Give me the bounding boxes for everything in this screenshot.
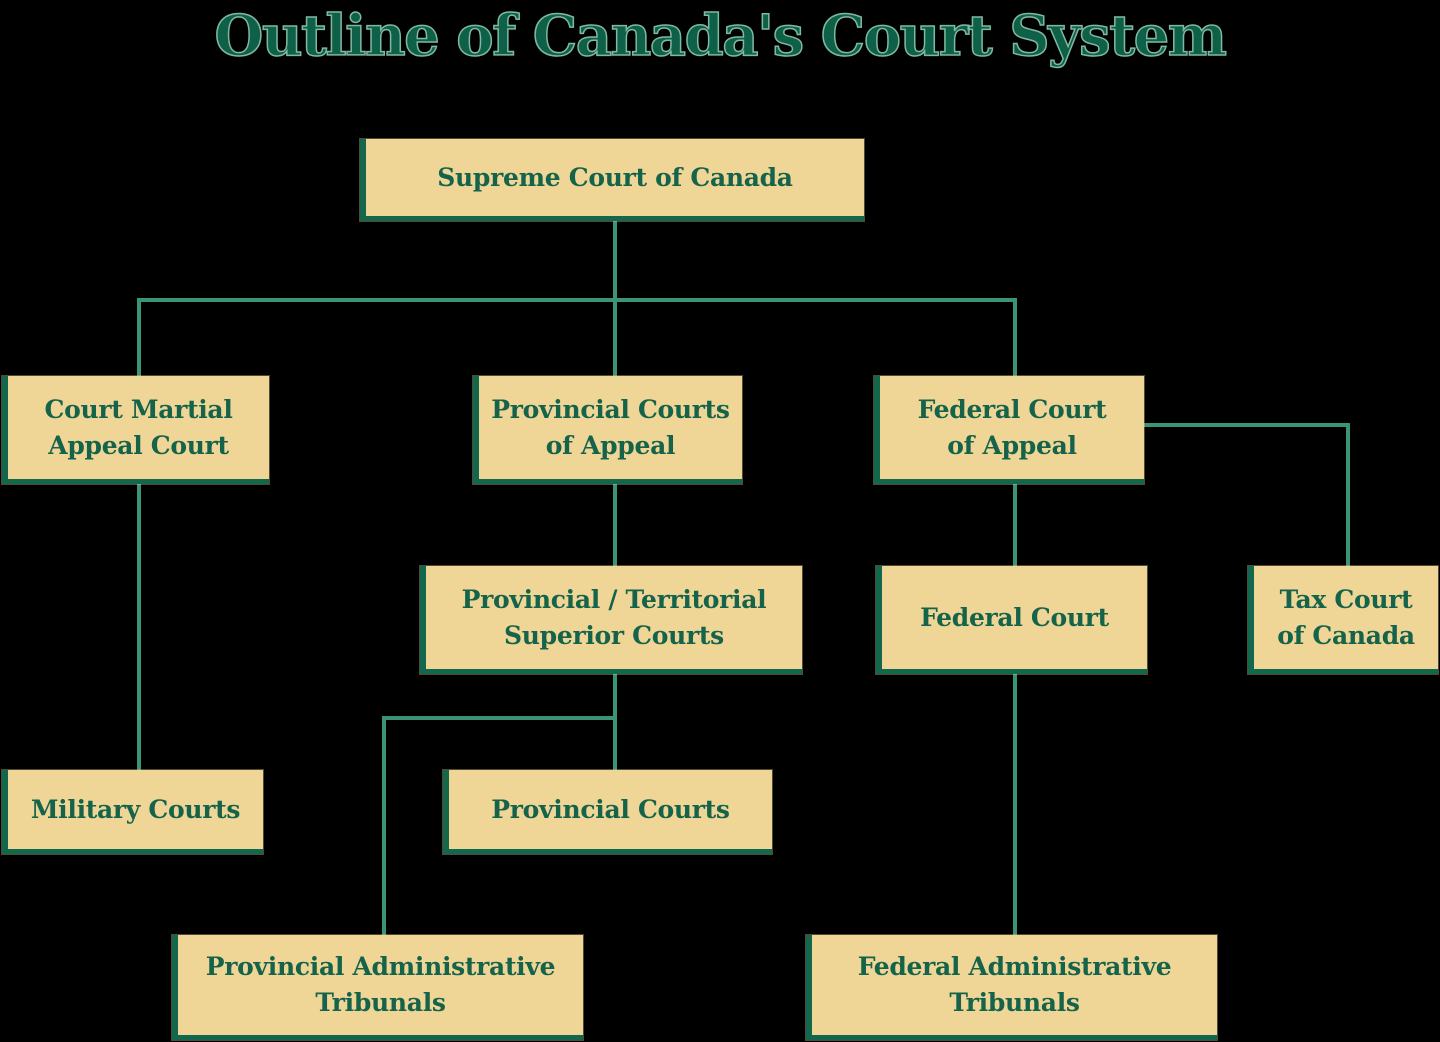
diagram-title: Outline of Canada's Court System bbox=[214, 2, 1228, 70]
node-label: Military Courts bbox=[30, 794, 241, 824]
node-label: Tax Court of Canada bbox=[1277, 584, 1415, 650]
node-federal-court-of-appeal: Federal Court of Appeal bbox=[874, 376, 1144, 484]
node-provincial-courts-of-appeal: Provincial Courts of Appeal bbox=[473, 376, 742, 484]
node-military-courts: Military Courts bbox=[2, 770, 263, 854]
node-court-martial-appeal-court: Court Martial Appeal Court bbox=[2, 376, 269, 484]
node-label: Provincial Courts of Appeal bbox=[491, 394, 730, 460]
node-label: Supreme Court of Canada bbox=[437, 162, 793, 192]
node-label: Provincial Courts bbox=[491, 794, 730, 824]
connector-to-tax-court bbox=[1141, 423, 1350, 570]
node-label: Federal Court of Appeal bbox=[917, 394, 1107, 460]
node-label: Provincial / Territorial Superior Courts bbox=[461, 584, 767, 650]
node-supreme-court: Supreme Court of Canada bbox=[360, 139, 864, 221]
node-provincial-courts: Provincial Courts bbox=[443, 770, 772, 854]
node-label: Court Martial Appeal Court bbox=[44, 394, 233, 460]
node-label: Federal Court bbox=[920, 602, 1109, 632]
node-provincial-administrative-tribunals: Provincial Administrative Tribunals bbox=[172, 935, 583, 1040]
node-superior-courts: Provincial / Territorial Superior Courts bbox=[420, 566, 802, 674]
node-tax-court-of-canada: Tax Court of Canada bbox=[1248, 566, 1438, 674]
node-label: Federal Administrative Tribunals bbox=[857, 952, 1172, 1017]
node-federal-court: Federal Court bbox=[876, 566, 1147, 674]
node-federal-administrative-tribunals: Federal Administrative Tribunals bbox=[806, 935, 1217, 1040]
node-label: Provincial Administrative Tribunals bbox=[205, 952, 556, 1017]
